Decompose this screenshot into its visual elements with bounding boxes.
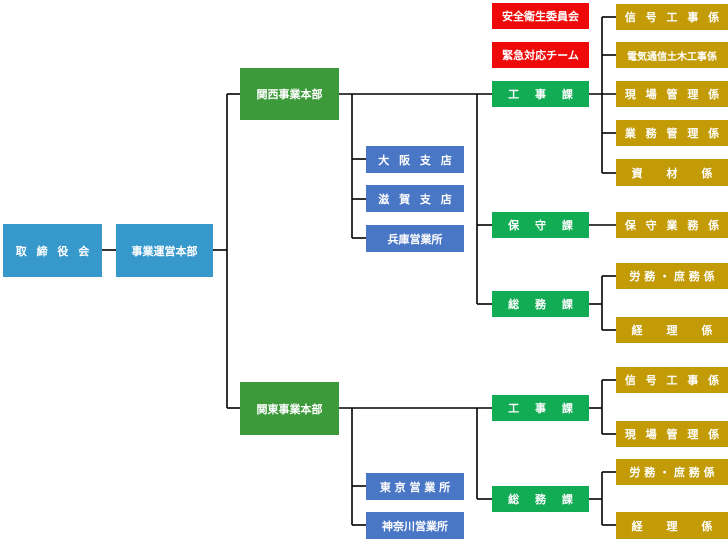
kansai-general-section-box: 総 務 課 <box>492 291 589 317</box>
kansai-maintenance-unit: 保 守 業 務 係 <box>616 212 728 238</box>
shiga-branch-box: 滋 賀 支 店 <box>366 185 464 212</box>
kansai-signal-work-unit: 信 号 工 事 係 <box>616 4 728 30</box>
safety-committee-box: 安全衛生委員会 <box>492 3 589 29</box>
kansai-materials-unit: 資 材 係 <box>616 159 728 186</box>
emergency-team-box: 緊急対応チーム <box>492 42 589 68</box>
kanto-general-section-box: 総 務 課 <box>492 486 589 512</box>
kanto-construction-section-box: 工 事 課 <box>492 395 589 421</box>
operations-hq-box: 事業運営本部 <box>116 224 213 277</box>
board-of-directors-box: 取 締 役 会 <box>3 224 102 277</box>
kansai-business-management-unit: 業 務 管 理 係 <box>616 120 728 146</box>
kansai-hq-box: 関西事業本部 <box>240 68 339 120</box>
kanto-hq-box: 関東事業本部 <box>240 382 339 435</box>
kansai-maintenance-section-box: 保 守 課 <box>492 212 589 238</box>
kansai-accounting-unit: 経 理 係 <box>616 317 728 343</box>
kansai-labor-affairs-unit: 労 務 ・ 庶 務 係 <box>616 263 728 289</box>
hyogo-office-box: 兵庫営業所 <box>366 225 464 252</box>
kanto-labor-affairs-unit: 労 務 ・ 庶 務 係 <box>616 459 728 485</box>
kansai-telecom-civil-unit: 電気通信土木工事係 <box>616 42 728 68</box>
kanto-site-management-unit: 現 場 管 理 係 <box>616 421 728 447</box>
kanto-accounting-unit: 経 理 係 <box>616 512 728 539</box>
kansai-construction-section-box: 工 事 課 <box>492 81 589 107</box>
kansai-site-management-unit: 現 場 管 理 係 <box>616 81 728 107</box>
osaka-branch-box: 大 阪 支 店 <box>366 146 464 173</box>
tokyo-office-box: 東 京 営 業 所 <box>366 473 464 500</box>
kanagawa-office-box: 神奈川営業所 <box>366 512 464 539</box>
kanto-signal-work-unit: 信 号 工 事 係 <box>616 367 728 393</box>
